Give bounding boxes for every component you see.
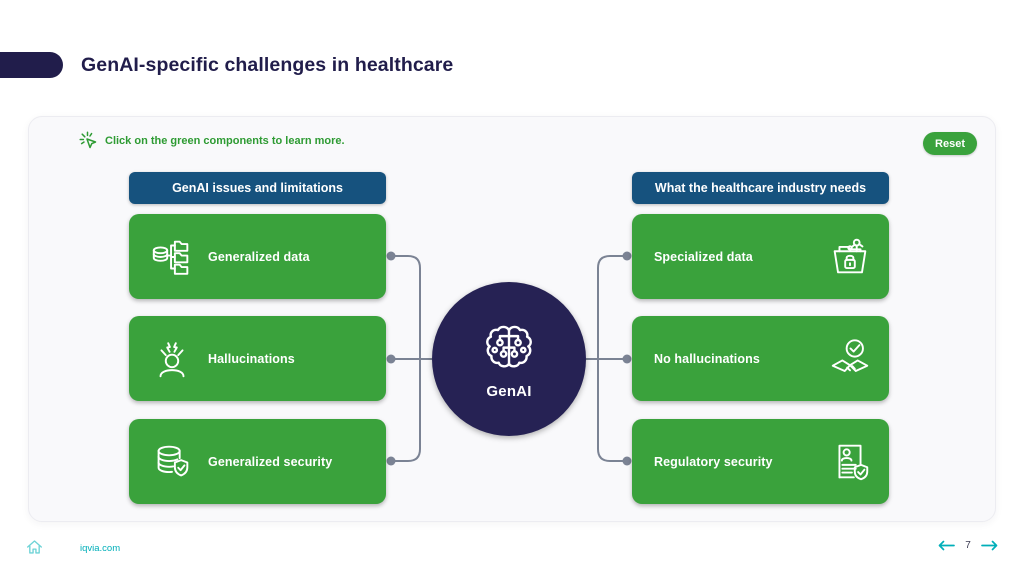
button-generalized-data[interactable]: Generalized data	[129, 214, 386, 299]
database-shield-icon	[149, 439, 195, 485]
site-link[interactable]: iqvia.com	[80, 543, 121, 554]
handshake-check-icon	[827, 336, 873, 382]
prev-arrow-icon[interactable]	[938, 540, 955, 551]
left-column-header: GenAI issues and limitations	[129, 172, 386, 204]
document-shield-icon	[827, 439, 873, 485]
reset-button[interactable]: Reset	[923, 132, 977, 155]
hallucinations-icon	[149, 336, 195, 382]
button-label: Generalized data	[208, 249, 310, 264]
button-no-hallucinations[interactable]: No hallucinations	[632, 316, 889, 401]
box-lock-icon	[827, 234, 873, 280]
genai-node: GenAI	[432, 282, 586, 436]
button-label: Hallucinations	[208, 351, 295, 366]
click-sparkle-icon	[79, 131, 99, 151]
hint: Click on the green components to learn m…	[79, 131, 345, 151]
right-column-header: What the healthcare industry needs	[632, 172, 889, 204]
title-accent-pill	[0, 52, 63, 78]
page-title: GenAI-specific challenges in healthcare	[81, 54, 454, 76]
button-generalized-security[interactable]: Generalized security	[129, 419, 386, 504]
button-label: Specialized data	[654, 249, 753, 264]
content-card: Click on the green components to learn m…	[28, 116, 996, 522]
button-label: Regulatory security	[654, 454, 773, 469]
data-structure-icon	[149, 234, 195, 280]
genai-label: GenAI	[486, 383, 532, 400]
home-icon[interactable]	[26, 539, 43, 560]
brain-circuit-icon	[480, 318, 538, 376]
next-arrow-icon[interactable]	[981, 540, 998, 551]
hint-text: Click on the green components to learn m…	[105, 135, 345, 147]
button-label: Generalized security	[208, 454, 333, 469]
footer-nav: 7	[938, 540, 998, 551]
page-number: 7	[965, 540, 971, 551]
button-label: No hallucinations	[654, 351, 760, 366]
button-regulatory-security[interactable]: Regulatory security	[632, 419, 889, 504]
button-specialized-data[interactable]: Specialized data	[632, 214, 889, 299]
button-hallucinations[interactable]: Hallucinations	[129, 316, 386, 401]
